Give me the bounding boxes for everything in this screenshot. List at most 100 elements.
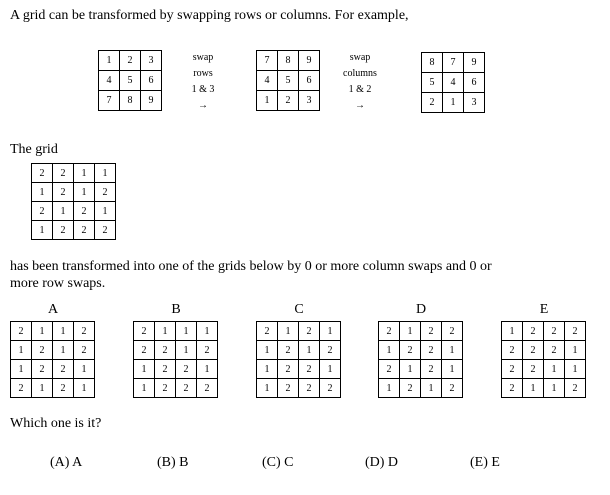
grid-cell: 2 <box>52 220 74 240</box>
grid-cell: 1 <box>196 359 218 379</box>
grid-cell: 7 <box>98 90 120 111</box>
grid-cell: 2 <box>196 340 218 360</box>
grid-cell: 1 <box>378 340 400 360</box>
grid-cell: 1 <box>154 321 176 341</box>
grid-cell: 4 <box>256 70 278 91</box>
grid-cell: 1 <box>175 321 197 341</box>
grid-cell: 1 <box>31 220 53 240</box>
grid-cell: 2 <box>277 378 299 398</box>
grid-cell: 2 <box>399 378 421 398</box>
grid-cell: 2 <box>94 182 116 202</box>
grid-cell: 2 <box>175 359 197 379</box>
grid-cell: 8 <box>119 90 141 111</box>
grid-cell: 9 <box>463 52 485 73</box>
grid-cell: 1 <box>52 340 74 360</box>
grid-cell: 1 <box>31 182 53 202</box>
grid-cell: 5 <box>119 70 141 91</box>
grid-cell: 1 <box>256 359 278 379</box>
arrow-icon: → <box>198 100 208 111</box>
grid-cell: 1 <box>441 359 463 379</box>
grid-cell: 2 <box>543 321 565 341</box>
option-label-c: C <box>294 302 304 317</box>
grid-cell: 2 <box>298 321 320 341</box>
grid-cell: 2 <box>256 321 278 341</box>
grid-cell: 2 <box>73 201 95 221</box>
grid-cell: 2 <box>522 321 544 341</box>
grid-cell: 2 <box>119 50 141 71</box>
op-line: 1 & 2 <box>348 84 372 95</box>
answer-a[interactable]: (A) A <box>50 455 83 470</box>
answer-c[interactable]: (C) C <box>262 455 294 470</box>
grid-cell: 2 <box>154 359 176 379</box>
transform-text-1: has been transformed into one of the gri… <box>10 259 492 274</box>
grid-cell: 2 <box>196 378 218 398</box>
grid-cell: 2 <box>522 340 544 360</box>
question-text: Which one is it? <box>10 416 102 431</box>
grid-cell: 1 <box>564 359 586 379</box>
grid-cell: 2 <box>378 321 400 341</box>
grid-cell: 5 <box>277 70 299 91</box>
grid-cell: 6 <box>463 72 485 93</box>
grid-cell: 5 <box>421 72 443 93</box>
answer-d[interactable]: (D) D <box>365 455 399 470</box>
grid-cell: 2 <box>175 378 197 398</box>
grid-cell: 2 <box>501 359 523 379</box>
grid-cell: 2 <box>133 321 155 341</box>
grid-cell: 2 <box>378 359 400 379</box>
grid-cell: 9 <box>298 50 320 71</box>
op-line: rows <box>193 68 213 79</box>
grid-cell: 1 <box>94 163 116 183</box>
grid-cell: 1 <box>73 163 95 183</box>
grid-cell: 3 <box>298 90 320 111</box>
grid-cell: 2 <box>73 220 95 240</box>
grid-cell: 2 <box>319 378 341 398</box>
grid-cell: 1 <box>378 378 400 398</box>
grid-cell: 1 <box>10 359 32 379</box>
grid-cell: 2 <box>31 359 53 379</box>
grid-cell: 2 <box>399 340 421 360</box>
grid-cell: 1 <box>98 50 120 71</box>
grid-cell: 8 <box>421 52 443 73</box>
grid-cell: 2 <box>94 220 116 240</box>
option-label-d: D <box>415 302 427 317</box>
option-label-b: B <box>171 302 181 317</box>
grid-cell: 1 <box>52 201 74 221</box>
grid-cell: 1 <box>319 359 341 379</box>
grid-cell: 8 <box>277 50 299 71</box>
grid-cell: 2 <box>501 340 523 360</box>
grid-cell: 1 <box>94 201 116 221</box>
grid-cell: 2 <box>441 378 463 398</box>
answer-b[interactable]: (B) B <box>157 455 189 470</box>
grid-cell: 2 <box>277 359 299 379</box>
grid-cell: 2 <box>31 163 53 183</box>
option-label-e: E <box>539 302 549 317</box>
grid-cell: 2 <box>133 340 155 360</box>
option-label-a: A <box>47 302 59 317</box>
grid-cell: 2 <box>52 359 74 379</box>
grid-cell: 2 <box>277 340 299 360</box>
grid-cell: 1 <box>298 340 320 360</box>
grid-cell: 1 <box>522 378 544 398</box>
answer-e[interactable]: (E) E <box>470 455 500 470</box>
grid-cell: 1 <box>420 378 442 398</box>
grid-cell: 2 <box>522 359 544 379</box>
grid-cell: 1 <box>543 378 565 398</box>
grid-cell: 6 <box>140 70 162 91</box>
